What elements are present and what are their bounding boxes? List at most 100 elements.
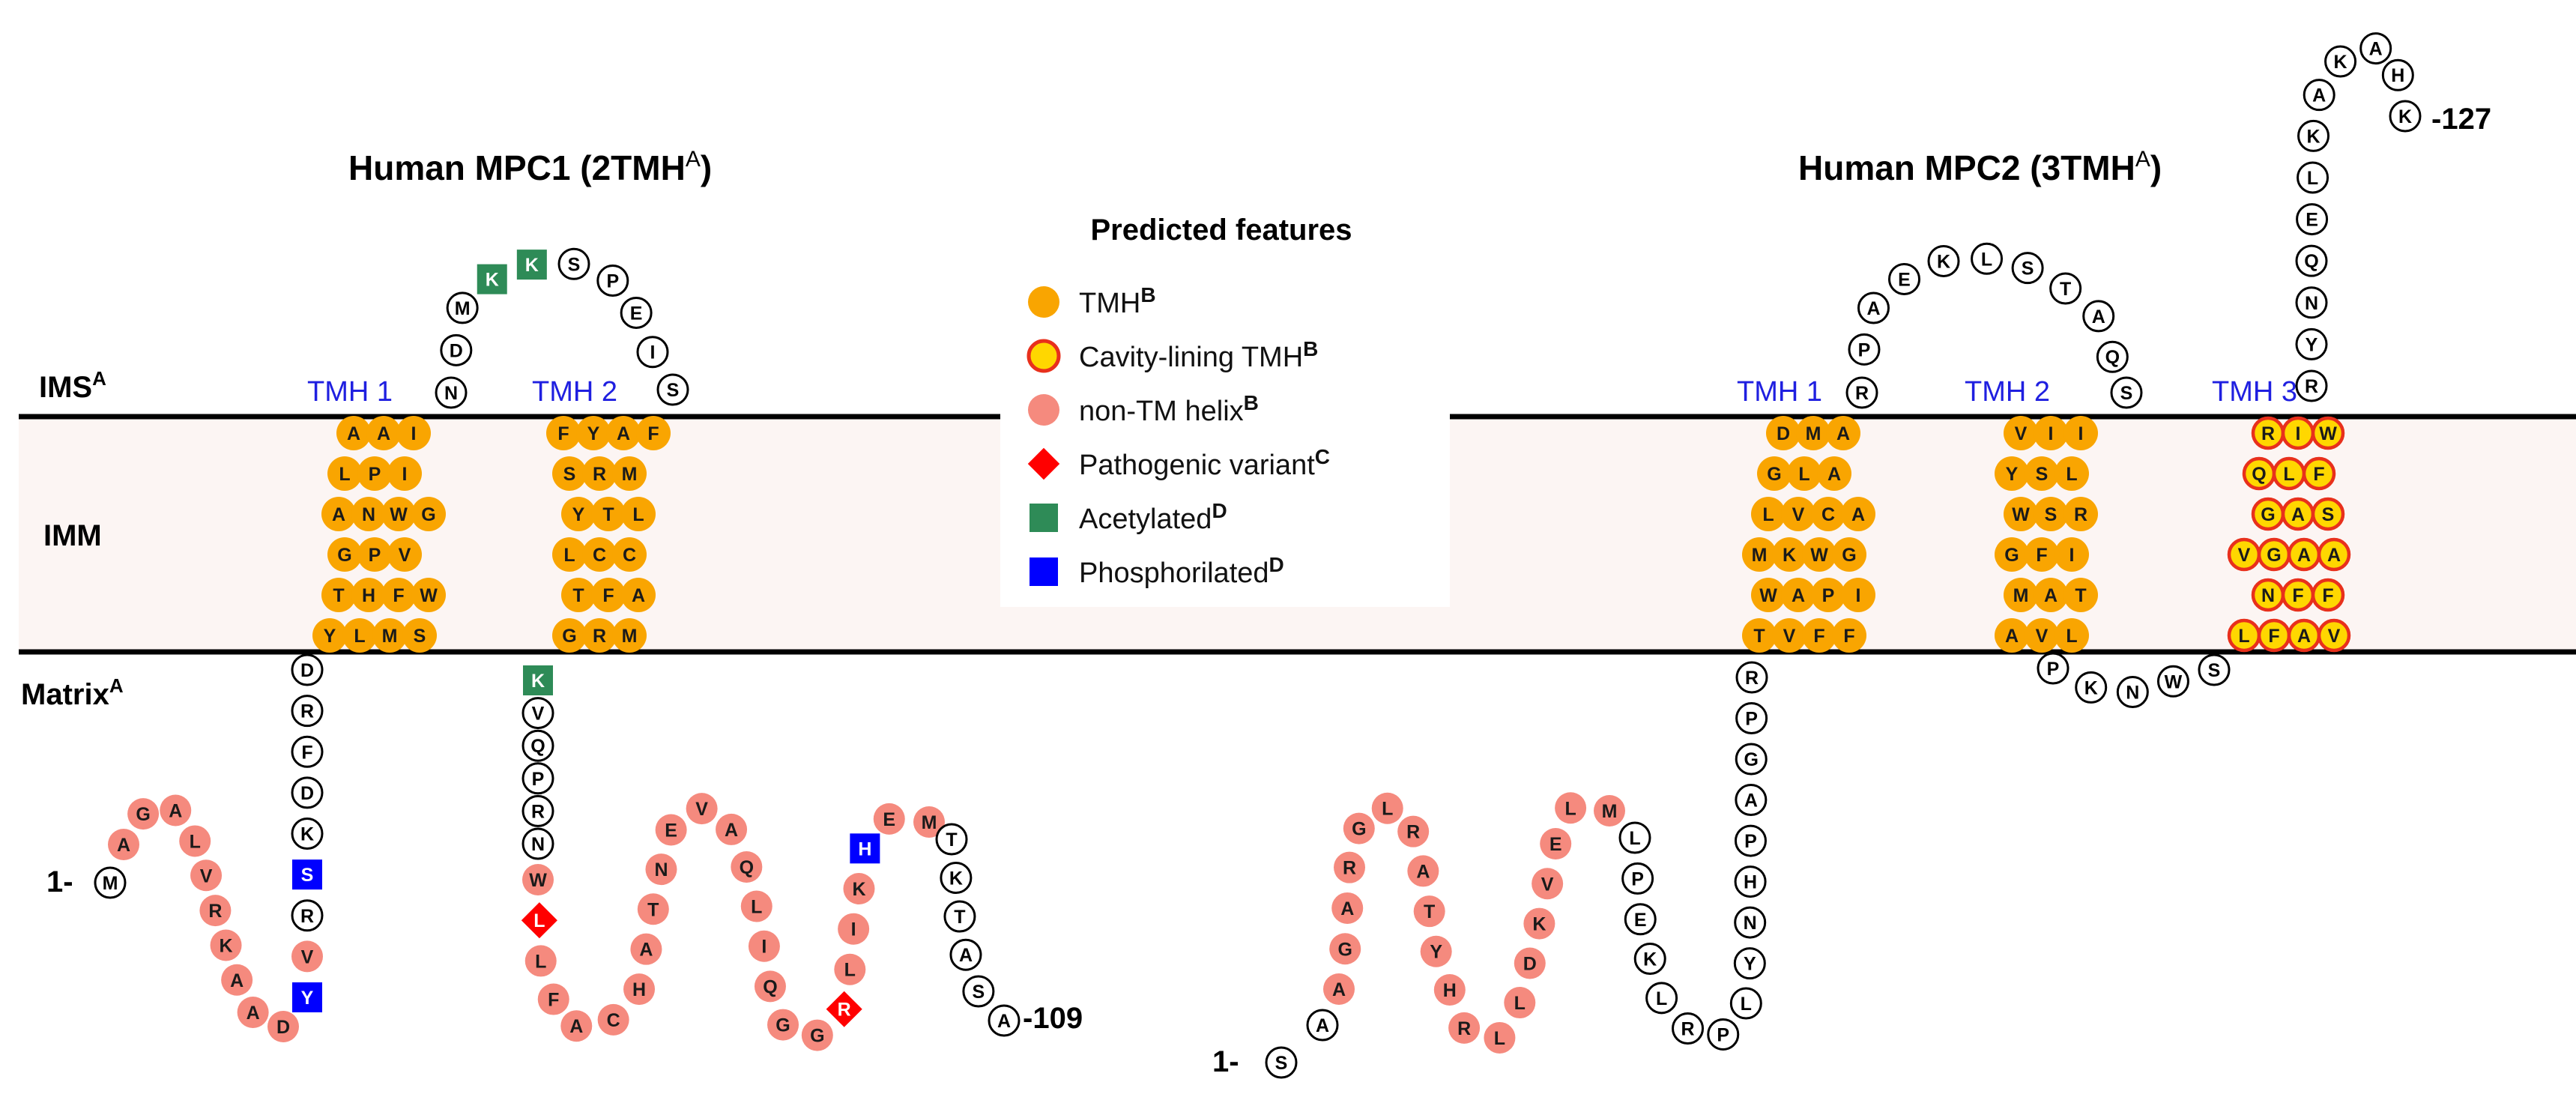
residue: L	[2055, 456, 2089, 491]
residue-letter: K	[1643, 949, 1657, 970]
residue-letter: V	[532, 704, 545, 725]
residue-letter: A	[1827, 464, 1841, 485]
residue-letter: K	[1937, 251, 1950, 272]
residue: G	[1329, 933, 1361, 965]
residue: A	[2317, 537, 2351, 572]
residue: P	[596, 265, 629, 297]
residue: W	[2156, 665, 2189, 698]
residue-letter: A	[169, 801, 182, 822]
residue: H	[1734, 865, 1767, 898]
residue: P	[2037, 652, 2069, 685]
residue: V	[2317, 618, 2351, 653]
legend-background	[1000, 199, 1450, 607]
residue: S	[656, 373, 689, 406]
residue: T	[2063, 578, 2098, 612]
residue: R	[199, 895, 232, 927]
residue: S	[557, 247, 590, 280]
residue: N	[1734, 906, 1767, 939]
residue-letter: I	[2296, 423, 2301, 444]
residue-letter: K	[525, 255, 539, 276]
residue: A	[1995, 618, 2029, 653]
residue: E	[1888, 262, 1921, 295]
residue-letter: L	[632, 504, 644, 525]
residue-letter: Q	[2304, 251, 2318, 272]
residue: Q	[754, 970, 786, 1003]
residue-letter: F	[647, 423, 659, 444]
residue: A	[988, 1004, 1021, 1037]
mpc2-n-term-label: 1-	[1212, 1045, 1239, 1078]
residue: T	[591, 497, 626, 531]
residue-letter: W	[529, 870, 547, 891]
residue-letter: G	[1842, 545, 1856, 566]
residue-letter: V	[2015, 423, 2028, 444]
residue: P	[521, 762, 554, 795]
residue: P	[1734, 824, 1767, 857]
residue: M	[372, 618, 407, 653]
residue: Y	[292, 982, 322, 1012]
residue: T	[561, 578, 596, 612]
residue: M	[1742, 537, 1777, 572]
residue-letter: M	[382, 626, 398, 647]
residue-letter: Y	[2006, 464, 2019, 485]
residue: W	[1751, 578, 1786, 612]
residue: E	[1624, 903, 1657, 936]
residue: M	[612, 618, 647, 653]
residue-letter: W	[420, 585, 438, 606]
residue: I	[396, 416, 431, 450]
residue: I	[748, 930, 780, 962]
residue: K	[843, 872, 875, 904]
residue: L	[2055, 618, 2089, 653]
residue: A	[2287, 537, 2321, 572]
residue-letter: A	[2297, 545, 2311, 566]
residue: N	[2116, 676, 2149, 709]
residue: W	[2311, 416, 2345, 450]
residue: V	[1781, 497, 1815, 531]
residue-letter: L	[354, 626, 365, 647]
residue: S	[2110, 376, 2143, 409]
residue-letter: P	[2047, 659, 2060, 680]
residue-letter: L	[2307, 168, 2318, 189]
residue: C	[1811, 497, 1845, 531]
residue: L	[1787, 456, 1821, 491]
residue-letter: G	[1744, 749, 1759, 770]
residue: K	[1523, 907, 1555, 940]
residue-letter: L	[751, 897, 762, 918]
residue-letter: Y	[324, 626, 336, 647]
residue: F	[2025, 537, 2059, 572]
residue: R	[1397, 815, 1430, 847]
residue-letter: L	[844, 960, 856, 981]
residue: R	[1334, 851, 1366, 883]
residue: A	[560, 1010, 593, 1042]
residue: Q	[521, 729, 554, 762]
residue: Y	[312, 618, 347, 653]
residue: I	[2063, 416, 2098, 450]
residue-letter: R	[2261, 423, 2275, 444]
residue: L	[1729, 987, 1762, 1020]
residue-letter: A	[959, 945, 973, 966]
residue: K	[1772, 537, 1806, 572]
residue-letter: F	[602, 585, 614, 606]
residue-letter: N	[2126, 683, 2139, 704]
residue: P	[357, 456, 392, 491]
residue: A	[1781, 578, 1815, 612]
residue: L	[1645, 982, 1678, 1015]
residue-letter: V	[2238, 545, 2251, 566]
residue: L	[1555, 792, 1587, 824]
residue-letter: K	[220, 936, 233, 957]
residue: P	[357, 537, 392, 572]
residue: R	[2063, 497, 2098, 531]
residue: Q	[731, 850, 763, 883]
residue: S	[2198, 653, 2231, 686]
residue: G	[767, 1009, 799, 1041]
residue-letter: I	[2049, 423, 2054, 444]
residue: S	[2311, 497, 2345, 531]
residue-letter: R	[1343, 858, 1356, 879]
residue: L	[521, 902, 557, 939]
residue: L	[179, 825, 211, 857]
residue-letter: W	[2165, 671, 2183, 692]
residue: F	[2311, 578, 2345, 612]
residue-letter: K	[852, 879, 865, 900]
residue-letter: S	[667, 380, 680, 401]
residue: V	[1772, 618, 1806, 653]
residue-letter: R	[1745, 668, 1759, 689]
